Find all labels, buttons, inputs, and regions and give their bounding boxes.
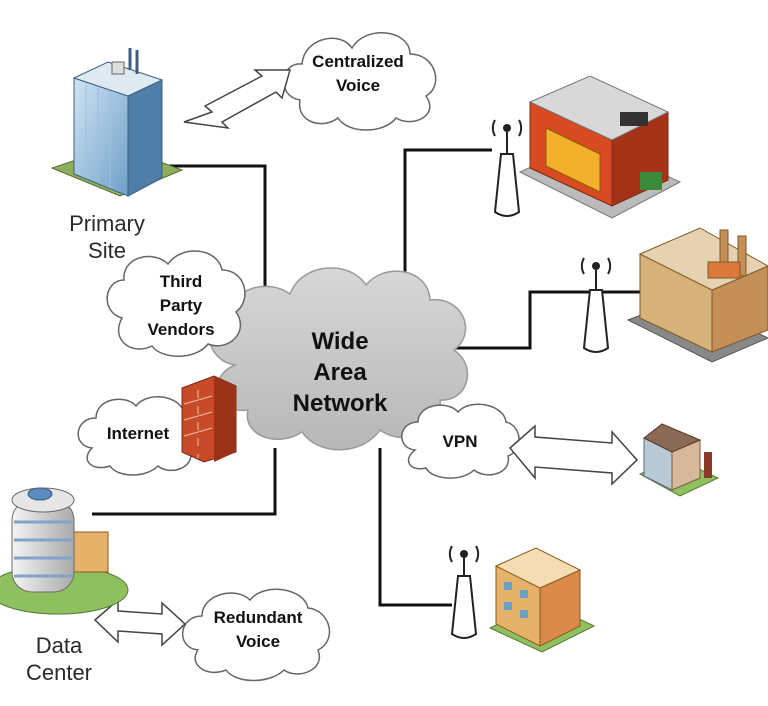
link-primary-site [155, 164, 267, 320]
redundant-voice-label: Redundant Voice [196, 606, 320, 654]
connection-lines [92, 148, 640, 607]
centralized-voice-line-1: Centralized [312, 52, 404, 71]
link-data-center [92, 448, 277, 516]
restaurant-building-icon [518, 75, 682, 219]
vpn-label: VPN [420, 430, 500, 454]
primary-site-building-icon [50, 48, 184, 197]
wan-cloud [209, 267, 469, 451]
third-party-vendors-label: Third Party Vendors [126, 270, 236, 342]
wan-line-3: Network [292, 390, 388, 417]
data-center-line-2: Center [25, 660, 93, 685]
double-arrow-redundant-voice [93, 598, 187, 647]
data-center-building-icon [0, 487, 129, 615]
redundant-voice-line-1: Redundant [213, 608, 303, 627]
wireless-tower-icon [448, 545, 480, 639]
internet-line-1: Internet [106, 424, 170, 443]
primary-site-line-1: Primary [69, 211, 145, 236]
third-party-line-2: Party [159, 296, 203, 315]
double-arrow-vpn [508, 424, 639, 486]
centralized-voice-line-2: Voice [335, 76, 381, 95]
redundant-voice-line-2: Voice [235, 632, 281, 651]
primary-site-line-2: Site [88, 238, 126, 263]
factory-building-icon [626, 227, 768, 363]
wan-line-2: Area [313, 359, 367, 386]
centralized-voice-label: Centralized Voice [296, 50, 420, 98]
house-icon [638, 423, 720, 497]
vpn-line-1: VPN [442, 432, 478, 451]
internet-label: Internet [88, 422, 188, 446]
cloud-centralized-voice [282, 32, 437, 131]
data-center-line-1: Data [35, 633, 83, 658]
firewall-icon [181, 375, 237, 463]
primary-site-label: Primary Site [50, 210, 164, 264]
wireless-tower-icon [491, 119, 523, 217]
link-factory-tower [432, 290, 640, 350]
cloud-redundant-voice [181, 588, 331, 682]
wan-label: Wide Area Network [284, 326, 396, 419]
link-apartment-tower [378, 448, 452, 607]
wan-line-1: Wide [311, 328, 369, 355]
third-party-line-3: Vendors [147, 320, 215, 339]
cloud-vpn [401, 403, 520, 479]
cloud-third-party-vendors [106, 250, 246, 357]
data-center-label: Data Center [4, 632, 114, 686]
wireless-tower-icon [580, 257, 612, 353]
double-arrow-centralized-voice [183, 69, 291, 130]
link-restaurant-tower [403, 148, 492, 308]
apartment-building-icon [488, 547, 596, 653]
third-party-line-1: Third [159, 272, 203, 291]
